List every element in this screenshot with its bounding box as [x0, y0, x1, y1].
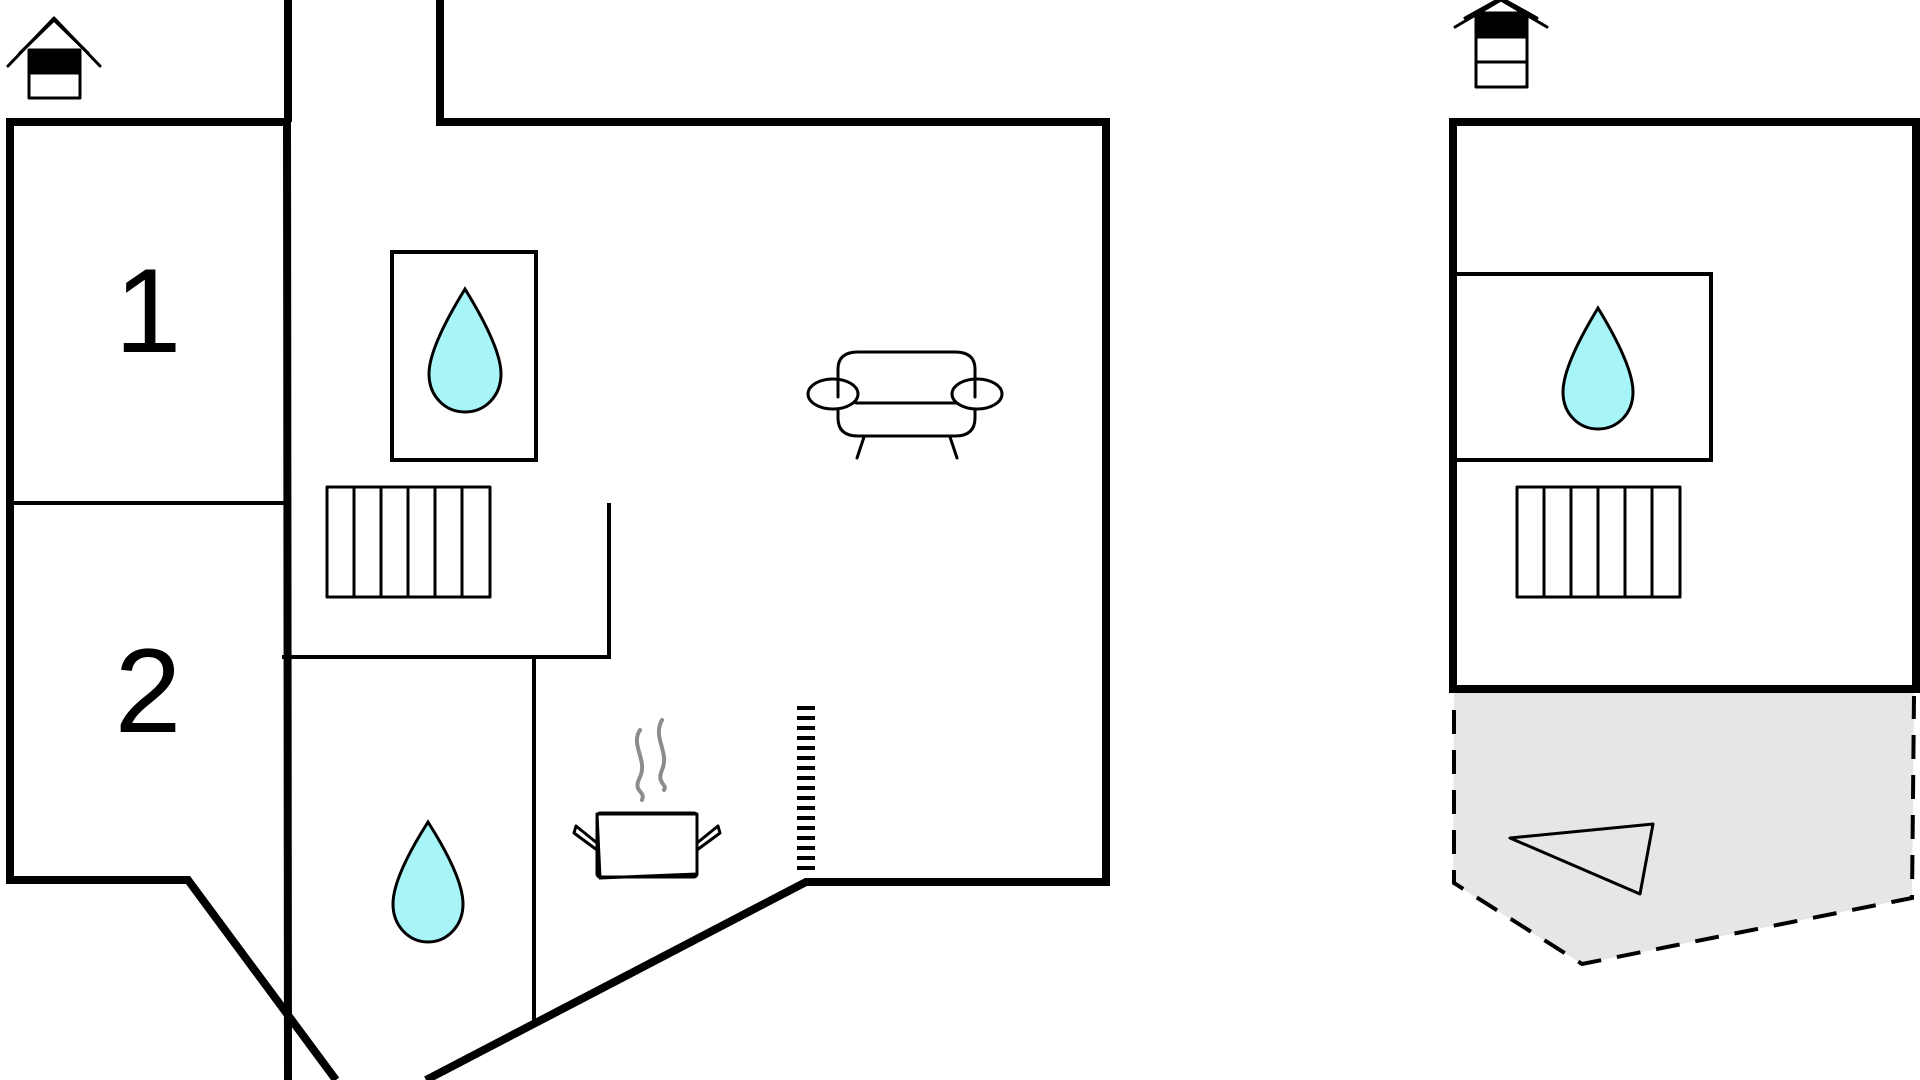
water-drop-icon — [1561, 305, 1635, 431]
upper-floor-plan — [1449, 0, 1920, 967]
water-drop-icon — [391, 819, 465, 944]
upper-bathroom-wall — [1456, 272, 1713, 462]
shower-box — [390, 250, 538, 462]
water-drop-icon — [427, 286, 503, 414]
house-entrance-icon — [6, 16, 102, 100]
staircase-entrance-icon — [1453, 0, 1549, 89]
terrace-area — [1453, 692, 1914, 964]
terrace-dashed-border — [1452, 695, 1916, 967]
cooking-pot-icon — [572, 718, 722, 880]
radiator-icon — [325, 485, 492, 599]
radiator-icon — [1515, 485, 1682, 599]
outer-wall-left-block — [6, 118, 340, 1080]
staircase-icon — [797, 706, 815, 870]
sofa-icon — [806, 350, 1004, 460]
ground-floor-plan: 1 2 — [6, 0, 1110, 1080]
house-roof-fill — [29, 50, 80, 73]
outer-wall-right-block — [424, 0, 1110, 1080]
bedroom-2-label: 2 — [115, 624, 182, 758]
stair-roof-fill — [1476, 13, 1527, 37]
terrace-pennant-icon — [1508, 822, 1655, 896]
bedroom-1-label: 1 — [115, 244, 182, 378]
upper-outer-wall — [1449, 118, 1920, 693]
